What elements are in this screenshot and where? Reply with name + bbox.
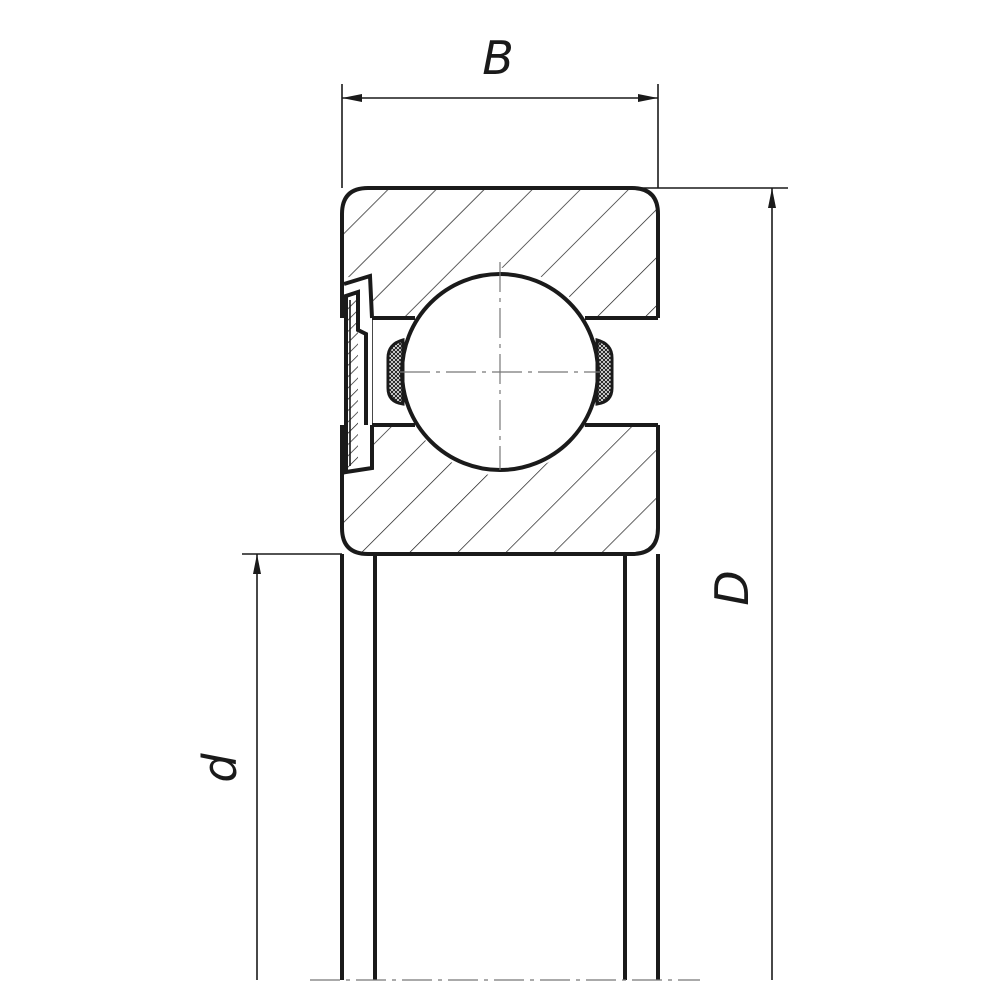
inner-ring — [340, 425, 660, 556]
cage-right — [595, 338, 614, 406]
dimension-b: B — [341, 31, 659, 188]
outer-ring — [340, 186, 660, 318]
dimension-b-label: B — [482, 31, 514, 85]
shield-seal — [343, 272, 374, 475]
dimension-d: D — [640, 187, 788, 980]
dimension-d-label: D — [705, 570, 759, 605]
ball-centerlines — [400, 262, 600, 470]
cage-left — [386, 338, 405, 406]
bearing-body-lines — [340, 554, 660, 980]
dimension-d-bore-label: d — [193, 753, 247, 783]
dimension-d-bore: d — [193, 553, 342, 980]
